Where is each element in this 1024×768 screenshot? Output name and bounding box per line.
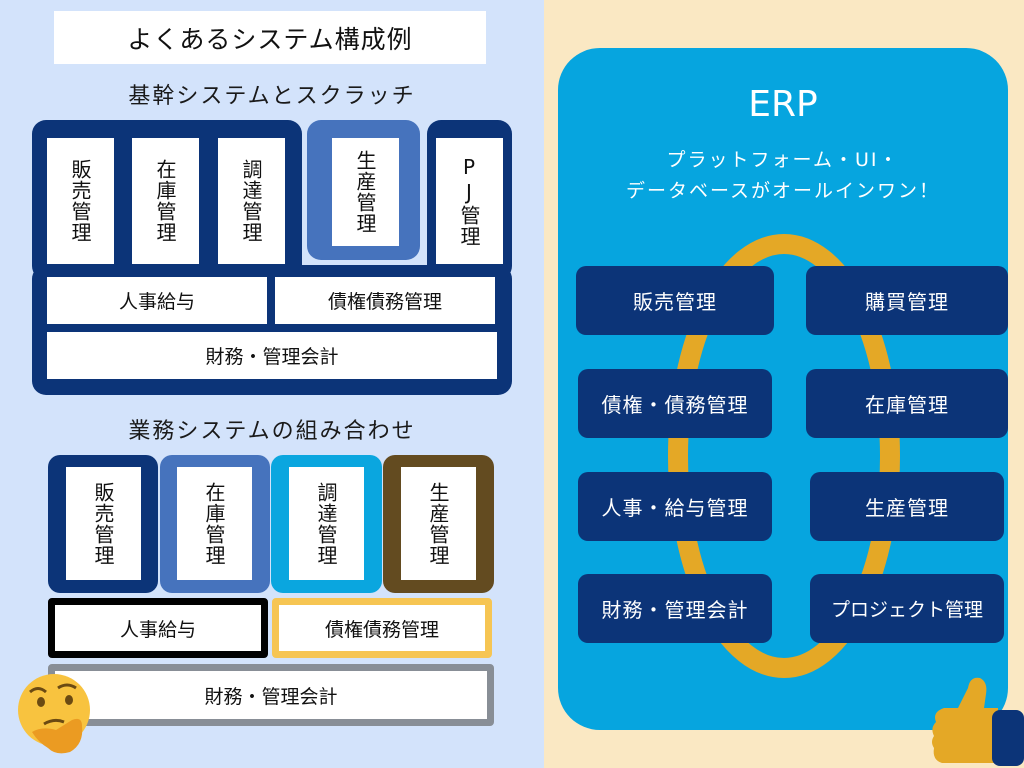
page-title: よくあるシステム構成例 bbox=[54, 11, 486, 64]
erp-module-inventory: 在庫管理 bbox=[806, 369, 1008, 438]
core-finance: 財務・管理会計 bbox=[47, 332, 497, 379]
core-module-pj: PJ管理 bbox=[436, 138, 503, 264]
combo-finance: 財務・管理会計 bbox=[48, 664, 494, 726]
core-receivables-payables: 債権債務管理 bbox=[275, 277, 495, 324]
erp-subtitle-line2: データベースがオールインワン！ bbox=[625, 180, 941, 202]
core-section-heading: 基幹システムとスクラッチ bbox=[128, 84, 416, 109]
erp-subtitle-line1: プラットフォーム・UI・ bbox=[666, 149, 900, 171]
erp-module-project: プロジェクト管理 bbox=[810, 574, 1004, 643]
combo-module-inventory: 在庫管理 bbox=[177, 467, 252, 580]
combo-module-sales: 販売管理 bbox=[66, 467, 141, 580]
erp-module-sales: 販売管理 bbox=[576, 266, 774, 335]
combo-hr-payroll: 人事給与 bbox=[48, 598, 268, 658]
erp-module-receivables-payables: 債権・債務管理 bbox=[578, 369, 772, 438]
core-module-procurement: 調達管理 bbox=[218, 138, 285, 264]
core-module-inventory: 在庫管理 bbox=[132, 138, 199, 264]
core-module-sales: 販売管理 bbox=[47, 138, 114, 264]
combo-section-heading: 業務システムの組み合わせ bbox=[128, 419, 416, 444]
thinking-face-icon bbox=[18, 674, 90, 754]
erp-module-purchasing: 購買管理 bbox=[806, 266, 1008, 335]
combo-receivables-payables: 債権債務管理 bbox=[272, 598, 492, 658]
core-hr-payroll: 人事給与 bbox=[47, 277, 267, 324]
erp-integration-ring bbox=[668, 234, 900, 678]
erp-module-finance: 財務・管理会計 bbox=[578, 574, 772, 643]
core-module-production: 生産管理 bbox=[332, 138, 399, 246]
thumbs-up-icon bbox=[932, 677, 1024, 766]
combo-module-production: 生産管理 bbox=[401, 467, 476, 580]
combo-module-procurement: 調達管理 bbox=[289, 467, 364, 580]
erp-module-production: 生産管理 bbox=[810, 472, 1004, 541]
erp-module-hr-payroll: 人事・給与管理 bbox=[578, 472, 772, 541]
erp-title: ERP bbox=[748, 84, 818, 125]
